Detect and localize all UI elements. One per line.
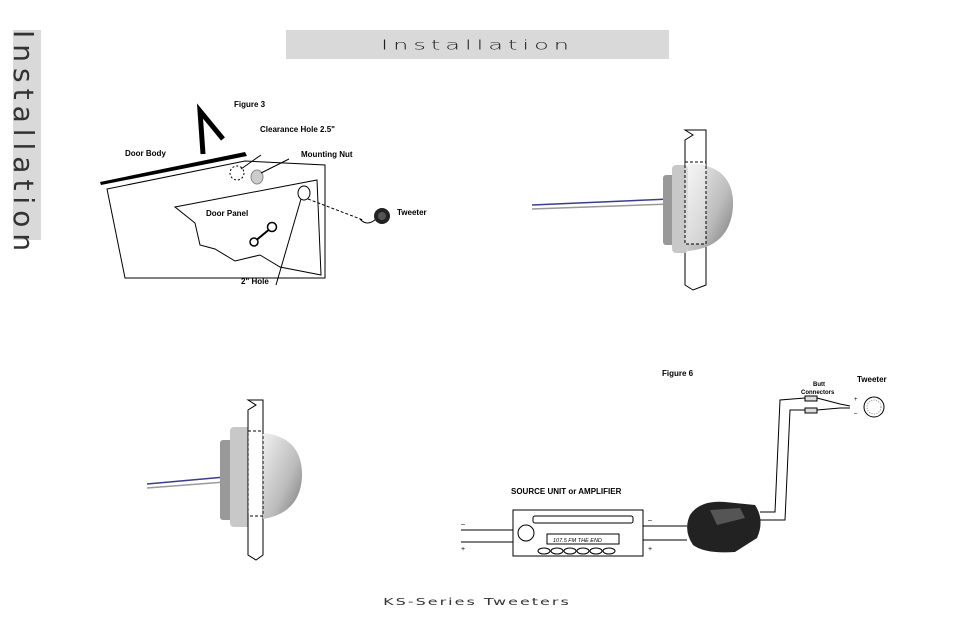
tweeter-wire-gray <box>146 481 226 489</box>
tweeter-dome <box>688 163 734 251</box>
label-tweeter: Tweeter <box>397 208 427 217</box>
two-inch-hole <box>297 185 311 201</box>
panel-cutaway <box>684 161 707 245</box>
label-source-unit: SOURCE UNIT or AMPLIFIER <box>511 487 622 496</box>
preset-button <box>550 547 564 555</box>
source-unit-display: 107.5 FM THE END <box>553 538 602 544</box>
tweeter-wire <box>359 218 377 224</box>
tweeter-lead <box>816 407 850 411</box>
mounting-panel <box>246 399 264 561</box>
label-plus-left: + <box>461 546 465 553</box>
panel-cutaway <box>247 430 264 517</box>
tweeter-lead <box>816 397 851 407</box>
figure-3-caption: Figure 3 <box>234 100 266 109</box>
label-butt-connectors-2: Connectors <box>801 390 835 396</box>
tweeter-wire-gray <box>531 203 671 210</box>
tweeter-flange <box>220 440 233 520</box>
source-unit-knob <box>517 524 535 542</box>
preset-button <box>602 547 616 555</box>
tweeter-wire-blue <box>146 476 226 485</box>
preset-button <box>537 547 551 555</box>
door-handle-knob <box>266 221 278 233</box>
label-butt-connectors-1: Butt <box>813 382 825 388</box>
label-door-body: Door Body <box>125 149 166 158</box>
tweeter-grille <box>866 399 882 415</box>
figure-5-diagram <box>146 399 303 561</box>
preset-button <box>563 547 577 555</box>
leader-mounting-nut <box>260 158 290 174</box>
tweeter-wire-blue <box>531 198 671 206</box>
clearance-hole <box>229 165 245 181</box>
tweeter-cup <box>230 427 252 527</box>
label-two-inch-hole: 2" Hole <box>241 277 269 286</box>
mounting-nut <box>250 169 264 185</box>
figure-3-diagram: Figure 3 Door Body Clearance Hole 2.5" M… <box>100 100 427 286</box>
preset-button <box>589 547 603 555</box>
source-unit-display-box <box>546 533 620 545</box>
door-panel <box>173 179 322 276</box>
header-bar: Installation <box>286 30 669 59</box>
label-mounting-nut: Mounting Nut <box>301 150 353 159</box>
label-minus-tweeter: – <box>854 411 858 417</box>
tweeter-dome <box>263 433 303 519</box>
window-frame <box>196 103 225 155</box>
butt-connector <box>804 395 818 402</box>
label-plus-right: + <box>648 546 652 553</box>
side-tab-label: Installation <box>7 30 40 258</box>
door-body-strip <box>100 152 247 185</box>
butt-connector <box>804 407 818 414</box>
figure-6-diagram: Figure 6 Butt Connectors Tweeter SOURCE … <box>461 369 887 557</box>
page-title: Installation <box>381 36 574 53</box>
leader-clearance <box>240 154 262 170</box>
label-minus-right: – <box>648 517 652 524</box>
crossover-highlight <box>710 508 745 525</box>
door-handle-knob <box>249 237 259 247</box>
source-unit-slot <box>532 515 634 524</box>
preset-button <box>576 547 590 555</box>
leader-two-inch-hole <box>275 198 302 286</box>
wire-to-tweeter-1 <box>760 397 806 513</box>
tweeter-dome <box>378 212 386 220</box>
tweeter-cup <box>672 165 688 253</box>
label-door-panel: Door Panel <box>206 209 248 218</box>
figure-4-diagram <box>531 129 734 291</box>
footer-title: KS-Series Tweeters <box>383 595 571 608</box>
label-tweeter: Tweeter <box>857 375 887 384</box>
figure-6-caption: Figure 6 <box>662 369 694 378</box>
label-plus-tweeter: + <box>854 397 858 403</box>
wire-to-tweeter-2 <box>760 409 805 521</box>
side-tab <box>13 30 41 240</box>
label-clearance-hole: Clearance Hole 2.5" <box>260 125 335 134</box>
label-minus-left: – <box>461 521 465 528</box>
